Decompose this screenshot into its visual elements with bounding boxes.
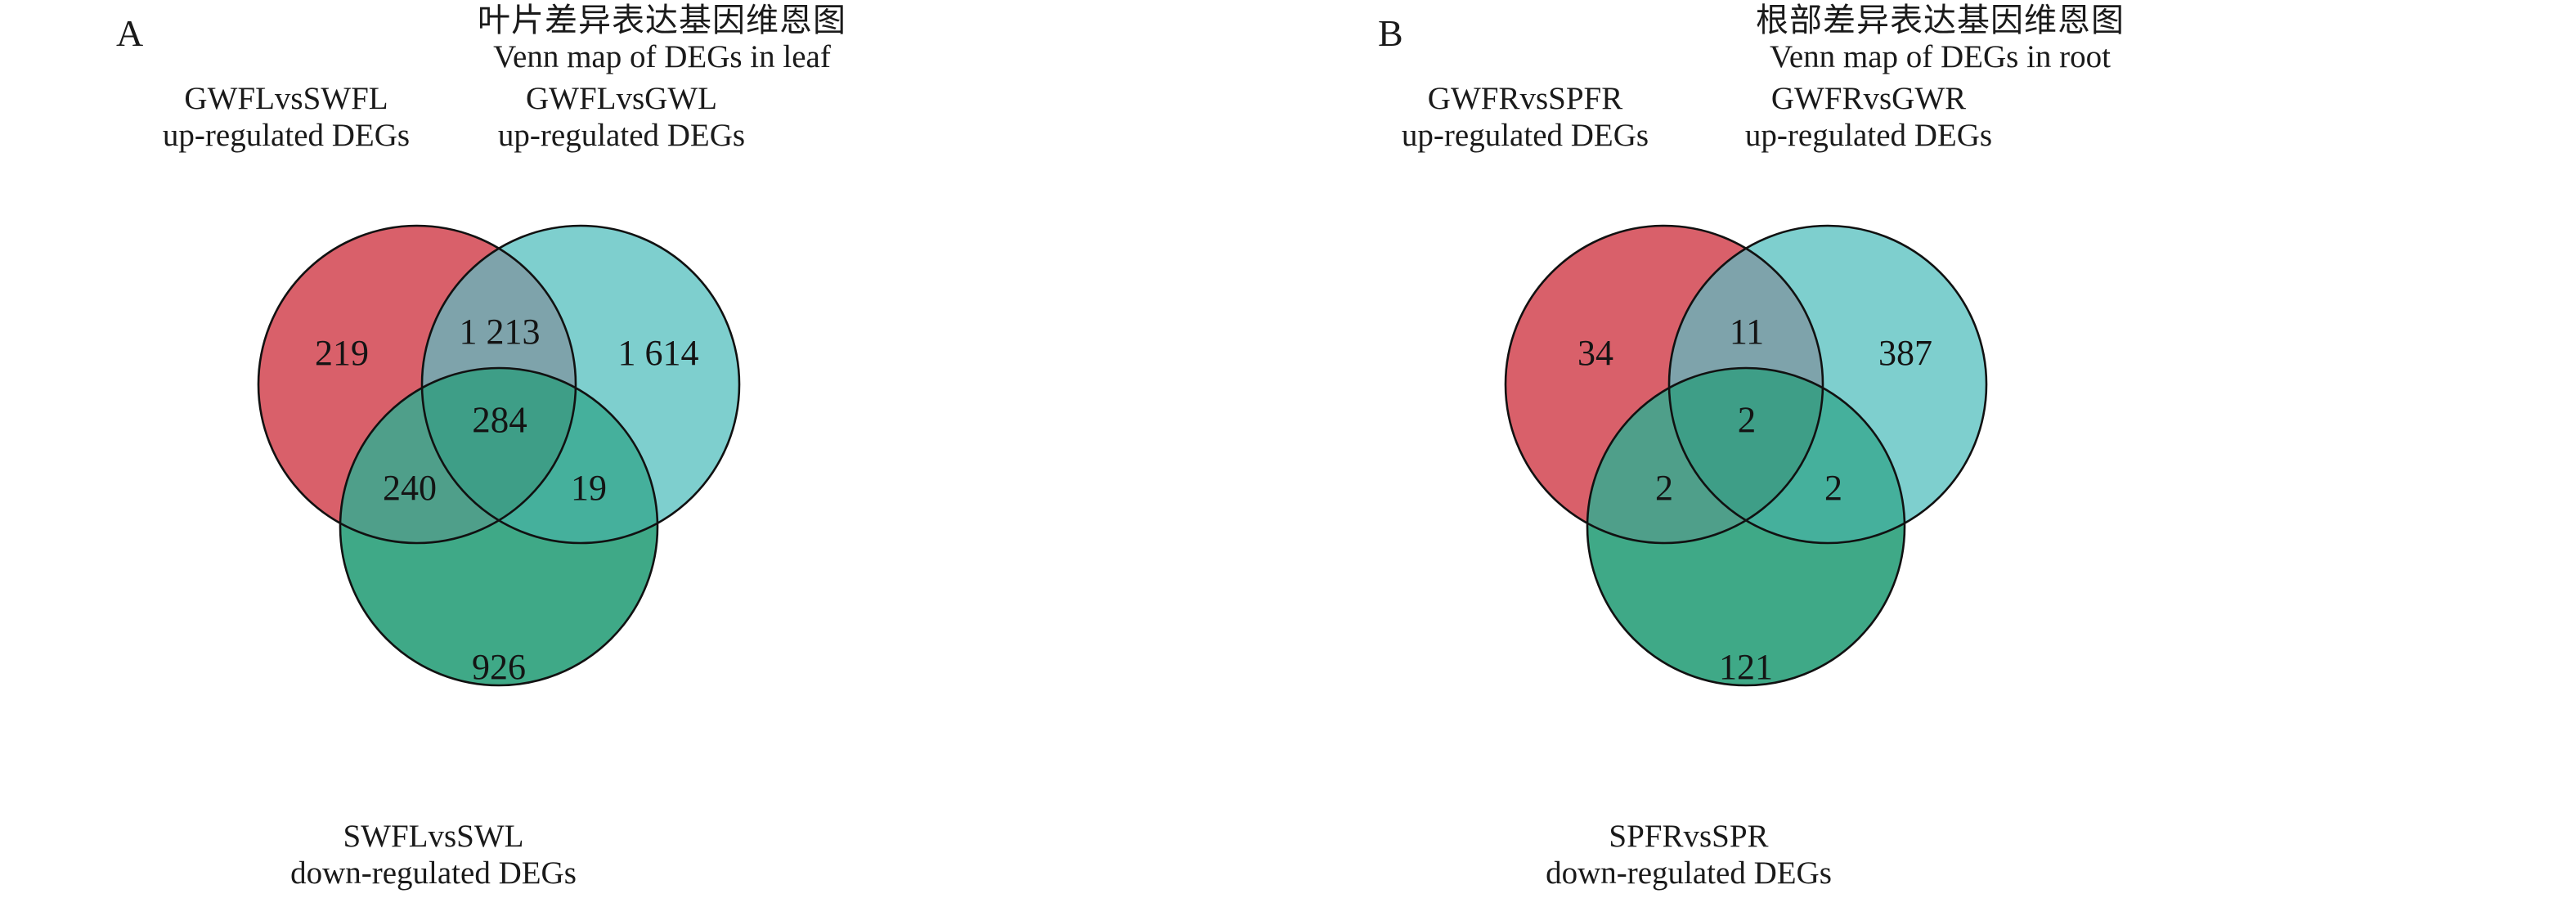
panel-b-count-all-three: 2 [1738,399,1757,440]
panel-a-letter: A [116,12,144,54]
panel-a: A 叶片差异表达基因维恩图 Venn map of DEGs in leaf G… [0,2,1288,891]
panel-b-count-bottom-only: 121 [1719,647,1773,687]
panel-a-venn-svg: 219 1 614 926 1 213 240 19 284 [257,224,741,687]
panel-b-count-left-only: 34 [1577,333,1613,373]
panel-b-letter: B [1378,12,1403,54]
panel-a-count-right-bottom: 19 [571,468,607,508]
panel-b-set-right-label: GWFRvsGWR up-regulated DEGs [1681,80,2057,154]
panel-b-set-left-name: GWFRvsSPFR [1427,81,1623,116]
panel-a-set-bottom-name: SWFLvsSWL [343,819,524,854]
panel-b-set-bottom-label: SPFRvsSPR down-regulated DEGs [1492,818,1885,891]
panel-a-set-right-label: GWFLvsGWL up-regulated DEGs [433,80,810,154]
panel-b-venn: 34 387 121 11 2 2 2 [1435,162,2057,788]
panel-b-outline-left [1504,224,1824,545]
panel-a-titles: 叶片差异表达基因维恩图 Venn map of DEGs in leaf [0,2,1288,75]
panel-a-set-bottom-label: SWFLvsSWL down-regulated DEGs [237,818,630,891]
panel-a-set-left-label: GWFLvsSWFL up-regulated DEGs [106,80,466,154]
panel-a-count-left-only: 219 [315,333,369,373]
panel-a-count-all-three: 284 [472,399,527,440]
panel-a-title-cn: 叶片差异表达基因维恩图 [478,2,846,39]
panel-b-title-cn: 根部差异表达基因维恩图 [1756,2,2125,39]
panel-a-venn: 219 1 614 926 1 213 240 19 284 [188,162,810,788]
panel-b-outline-right [1667,224,1988,545]
panel-a-count-left-bottom: 240 [383,468,437,508]
panel-a-set-left-regulation: up-regulated DEGs [162,118,411,153]
panel-b-count-right-bottom: 2 [1824,468,1842,508]
panel-a-title-en: Venn map of DEGs in leaf [493,39,831,74]
panel-b-outline-bottom [1586,366,1906,687]
panel-b-count-right-only: 387 [1878,333,1932,373]
panel-a-set-right-regulation: up-regulated DEGs [497,118,746,153]
panel-b-set-bottom-regulation: down-regulated DEGs [1546,855,1832,891]
panel-b-title-en: Venn map of DEGs in root [1769,39,2112,74]
panel-b-set-left-regulation: up-regulated DEGs [1401,118,1649,153]
panel-a-outline-left [257,224,577,545]
panel-b-set-bottom-name: SPFRvsSPR [1609,819,1769,854]
panel-a-outline-bottom [339,366,659,687]
panel-b-set-left-label: GWFRvsSPFR up-regulated DEGs [1345,80,1705,154]
panel-b-set-right-regulation: up-regulated DEGs [1744,118,1993,153]
panel-b-titles: 根部差异表达基因维恩图 Venn map of DEGs in root [1288,2,2576,75]
panel-a-outline-right [420,224,741,545]
panel-a-set-left-name: GWFLvsSWFL [184,81,388,116]
panel-b: B 根部差异表达基因维恩图 Venn map of DEGs in root G… [1288,0,2576,907]
panel-a-set-right-name: GWFLvsGWL [526,81,717,116]
panel-a-count-right-only: 1 614 [618,333,699,373]
panel-a-count-left-right: 1 213 [460,312,541,352]
panel-b-count-left-right: 11 [1730,312,1764,352]
panel-a-set-bottom-regulation: down-regulated DEGs [290,855,577,891]
panel-b-count-left-bottom: 2 [1655,468,1673,508]
panel-a-count-bottom-only: 926 [472,647,526,687]
panel-b-venn-svg: 34 387 121 11 2 2 2 [1504,224,1988,687]
panel-b-set-right-name: GWFRvsGWR [1770,81,1967,116]
